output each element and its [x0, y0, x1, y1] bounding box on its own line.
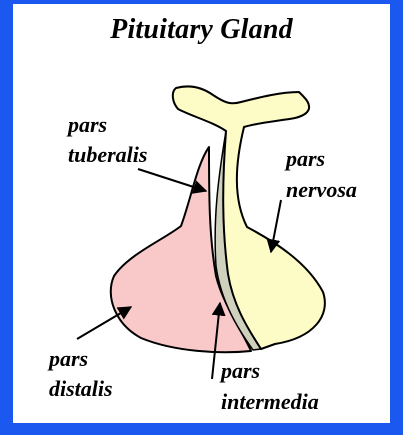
label-tuberalis-line1: pars — [66, 112, 107, 137]
pituitary-diagram: pars tuberalis pars nervosa pars distali… — [13, 4, 390, 423]
label-tuberalis-line2: tuberalis — [68, 142, 147, 167]
frame-bottom-border — [0, 423, 403, 435]
frame-right-border — [390, 0, 403, 435]
diagram-panel: Pituitary Gland pars tuberalis pars nerv… — [13, 4, 390, 423]
label-intermedia-line1: pars — [219, 358, 260, 383]
label-distalis-line1: pars — [47, 346, 88, 371]
label-distalis-line2: distalis — [49, 376, 113, 401]
label-nervosa-line2: nervosa — [286, 177, 357, 202]
frame-left-border — [0, 0, 13, 435]
label-intermedia-line2: intermedia — [221, 389, 319, 414]
label-nervosa-line1: pars — [284, 146, 325, 171]
